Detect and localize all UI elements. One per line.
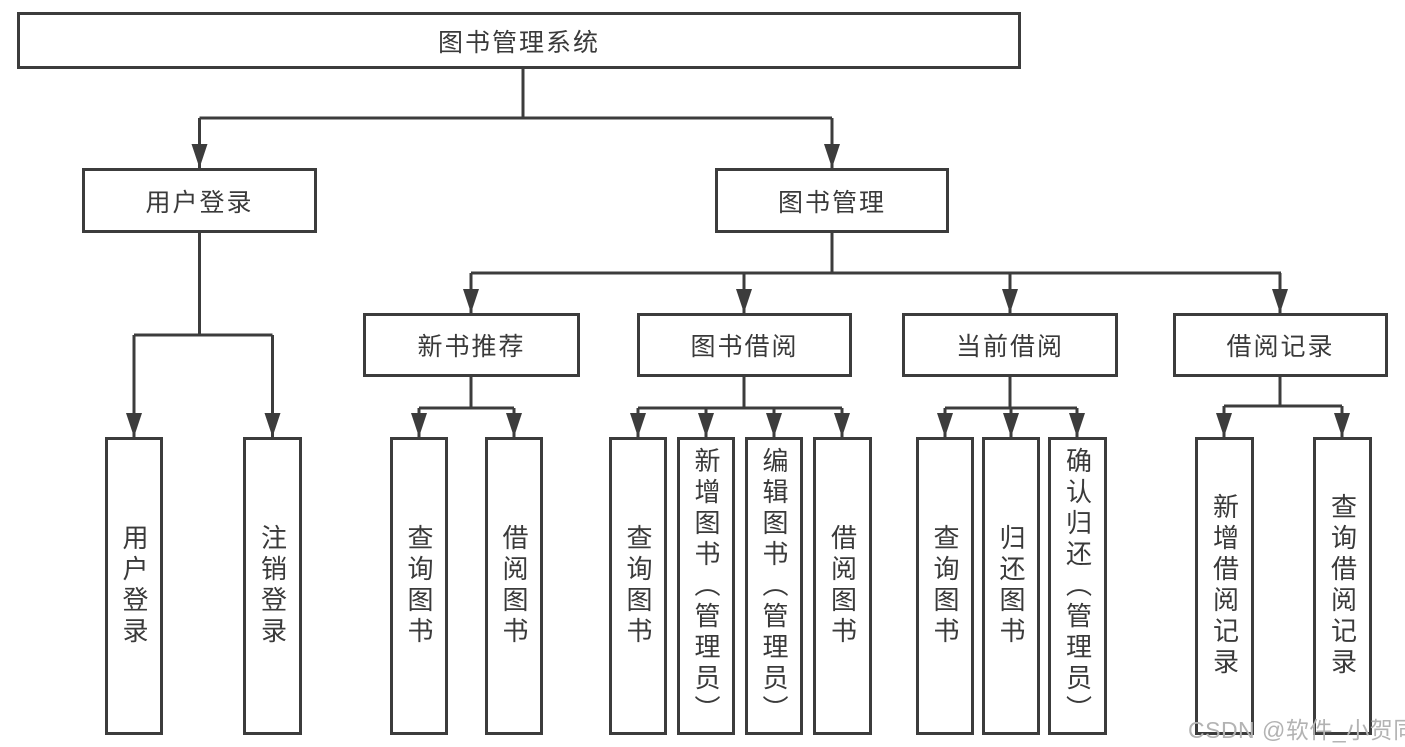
node-book-management: 图书管理 xyxy=(715,168,949,233)
leaf-borrow-books-recommend: 借阅图书 xyxy=(485,437,543,735)
leaf-edit-books-admin: 编辑图书（管理员） xyxy=(745,437,803,735)
node-root: 图书管理系统 xyxy=(17,12,1021,69)
node-root-label: 图书管理系统 xyxy=(437,28,600,57)
node-new-book-recommend-label: 新书推荐 xyxy=(417,333,526,361)
node-book-borrowing: 图书借阅 xyxy=(637,313,852,377)
leaf-user-login: 用户登录 xyxy=(105,437,163,735)
leaf-logout-label: 注销登录 xyxy=(257,524,288,648)
leaf-query-borrow-record-label: 查询借阅记录 xyxy=(1327,493,1358,679)
node-borrowing-records-label: 借阅记录 xyxy=(1226,333,1335,361)
node-user-login-label: 用户登录 xyxy=(145,188,254,217)
leaf-return-books-label: 归还图书 xyxy=(996,524,1026,648)
leaf-add-borrow-record: 新增借阅记录 xyxy=(1195,437,1254,735)
leaf-query-books-recommend-label: 查询图书 xyxy=(404,524,434,648)
leaf-return-books: 归还图书 xyxy=(982,437,1040,735)
node-current-borrowing-label: 当前借阅 xyxy=(955,333,1064,361)
leaf-edit-books-admin-label: 编辑图书（管理员） xyxy=(759,446,789,726)
node-new-book-recommend: 新书推荐 xyxy=(363,313,580,377)
leaf-query-books-current-label: 查询图书 xyxy=(930,524,960,648)
node-book-management-label: 图书管理 xyxy=(777,188,886,217)
node-borrowing-records: 借阅记录 xyxy=(1173,313,1388,377)
node-user-login: 用户登录 xyxy=(82,168,317,233)
csdn-watermark: CSDN @软件_小贺同学 xyxy=(1188,717,1405,743)
leaf-query-books-current: 查询图书 xyxy=(916,437,974,735)
leaf-query-books-borrowing-label: 查询图书 xyxy=(623,524,653,648)
leaf-query-books-recommend: 查询图书 xyxy=(390,437,448,735)
leaf-borrow-books-borrowing-label: 借阅图书 xyxy=(827,524,858,648)
leaf-logout: 注销登录 xyxy=(243,437,302,735)
leaf-add-books-admin: 新增图书（管理员） xyxy=(677,437,735,735)
node-current-borrowing: 当前借阅 xyxy=(902,313,1118,377)
leaf-borrow-books-borrowing: 借阅图书 xyxy=(813,437,872,735)
leaf-confirm-return-admin: 确认归还（管理员） xyxy=(1048,437,1107,735)
leaf-borrow-books-recommend-label: 借阅图书 xyxy=(499,524,529,648)
leaf-query-borrow-record: 查询借阅记录 xyxy=(1313,437,1372,735)
leaf-add-borrow-record-label: 新增借阅记录 xyxy=(1209,493,1240,679)
leaf-user-login-label: 用户登录 xyxy=(119,524,149,648)
node-book-borrowing-label: 图书借阅 xyxy=(690,333,799,361)
leaf-add-books-admin-label: 新增图书（管理员） xyxy=(691,446,721,726)
leaf-query-books-borrowing: 查询图书 xyxy=(609,437,667,735)
leaf-confirm-return-admin-label: 确认归还（管理员） xyxy=(1062,446,1093,726)
